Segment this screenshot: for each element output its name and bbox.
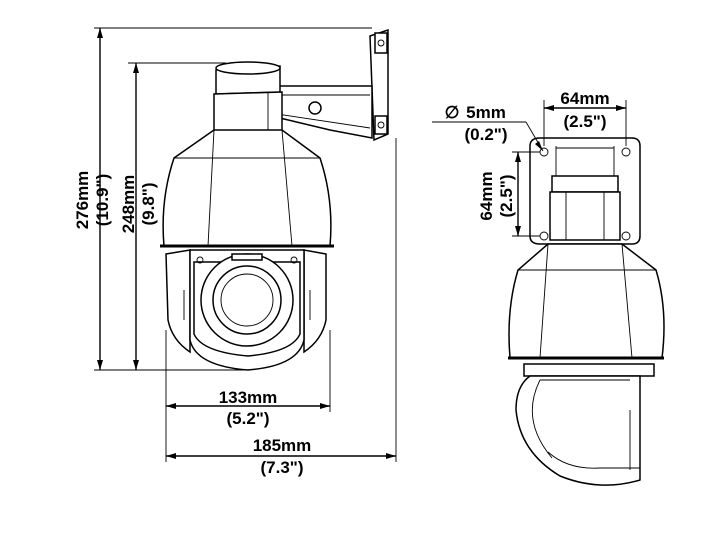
side-view-camera xyxy=(508,137,665,486)
mount-width-inch: (2.5") xyxy=(563,112,606,131)
dimension-mount-width: 64mm (2.5") xyxy=(543,89,627,146)
height-overall-mm: 276mm xyxy=(73,171,92,230)
diameter-symbol: ∅ xyxy=(445,103,460,122)
side-camera-body xyxy=(508,243,665,359)
hole-diameter-inch: (0.2") xyxy=(464,125,507,144)
mount-height-mm: 64mm xyxy=(477,171,496,220)
height-body-mm: 248mm xyxy=(119,175,138,234)
wall-bracket xyxy=(213,28,389,142)
dimension-mount-height: 64mm (2.5") xyxy=(477,151,540,237)
camera-dome xyxy=(165,249,327,371)
dimension-height-overall: 276mm (10.9") xyxy=(73,27,372,371)
camera-body xyxy=(162,129,332,247)
dimension-width-body: 133mm (5.2") xyxy=(165,330,331,462)
dimension-hole-diameter: ∅ 5mm (0.2") xyxy=(432,103,544,152)
mount-height-inch: (2.5") xyxy=(497,174,516,217)
width-overall-inch: (7.3") xyxy=(260,458,303,477)
hole-diameter-mm: 5mm xyxy=(466,103,506,122)
mounting-plate xyxy=(529,137,641,245)
height-body-inch: (9.8") xyxy=(139,182,158,225)
dimension-height-body: 248mm (9.8") xyxy=(119,62,226,370)
mount-width-mm: 64mm xyxy=(560,89,609,108)
height-overall-inch: (10.9") xyxy=(93,174,112,226)
width-body-inch: (5.2") xyxy=(226,409,269,428)
width-body-mm: 133mm xyxy=(219,388,278,407)
front-view-camera xyxy=(160,28,389,371)
dimension-width-overall: 185mm (7.3") xyxy=(166,138,397,477)
width-overall-mm: 185mm xyxy=(253,436,312,455)
side-camera-dome xyxy=(515,363,655,486)
